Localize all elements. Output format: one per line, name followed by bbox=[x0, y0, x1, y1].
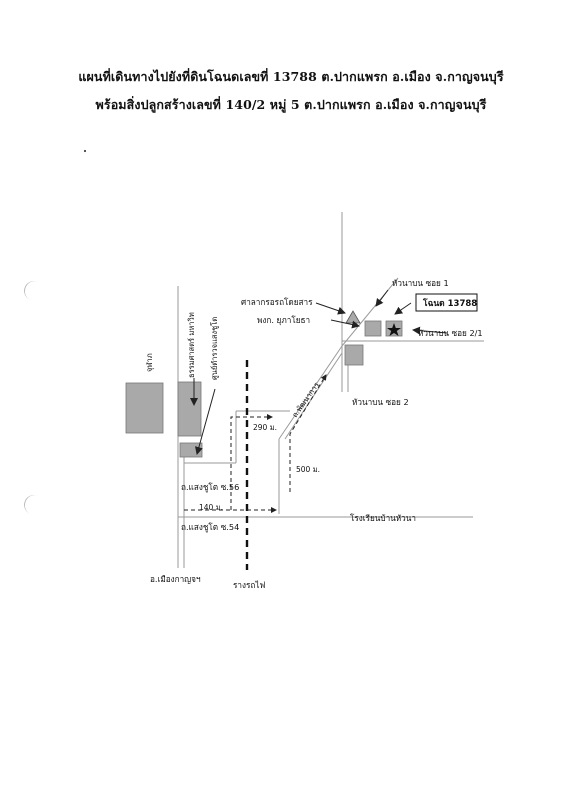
map-title-line-1: แผนที่เดินทางไปยังที่ดินโฉนดเลขที่ 13788… bbox=[78, 69, 504, 84]
route-path bbox=[184, 374, 327, 513]
building-mid bbox=[177, 381, 202, 437]
label-deed-number: โฉนด 13788 bbox=[422, 298, 477, 309]
label-distance-290: 290 ม. bbox=[253, 423, 277, 432]
building-blocks bbox=[125, 320, 403, 458]
label-jubon: จุฬาภ bbox=[145, 353, 154, 372]
building-left bbox=[125, 382, 164, 434]
label-court: ศาลากรอรถโดยสาร bbox=[241, 297, 313, 307]
label-police: พงก. ยุภาโยธา bbox=[257, 315, 310, 325]
label-to-mueang: อ.เมืองกาญจฯ bbox=[150, 574, 201, 584]
road-diagonal-lower-inner bbox=[284, 352, 343, 440]
building-small-left bbox=[179, 442, 203, 458]
road-diagonal-upper bbox=[341, 277, 399, 347]
deed-label-box bbox=[415, 293, 478, 312]
annotation-arrows bbox=[190, 289, 448, 455]
label-distance-140: 140 ม. bbox=[199, 503, 223, 512]
building-center-right bbox=[364, 320, 382, 337]
label-road-saengchuto-56: ถ.แสงชูโต ซ.56 bbox=[181, 482, 239, 493]
label-huanabon-soi1: หัวนาบน ซอย 1 bbox=[392, 278, 449, 288]
label-thammasat: ธรรมศาสตร์ มหาวิท bbox=[187, 312, 196, 378]
label-distance-500: 500 ม. bbox=[296, 465, 320, 474]
label-railway: รางรถไฟ bbox=[233, 580, 265, 590]
scan-dot bbox=[83, 149, 87, 153]
triangle-marker-icon bbox=[345, 310, 361, 324]
star-marker-icon bbox=[387, 323, 401, 336]
label-hospital: ศูนย์ตำรวจแสงชูโต bbox=[210, 317, 219, 380]
label-road-phatthanakarn: ถ.พัฒนาการ bbox=[290, 381, 321, 420]
label-huanabon-soi2: หัวนาบน ซอย 2 bbox=[352, 397, 409, 407]
label-road-saengchuto-54: ถ.แสงชูโต ซ.54 bbox=[181, 522, 239, 533]
label-school: โรงเรียนบ้านหัวนา bbox=[350, 513, 416, 523]
label-huanabon-soi2-1: หัวนาบน ซอย 2/1 bbox=[418, 328, 483, 338]
road-network bbox=[177, 212, 484, 568]
building-below-intersection bbox=[344, 344, 364, 366]
map-title-line-2: พร้อมสิ่งปลูกสร้างเลขที่ 140/2 หมู่ 5 ต.… bbox=[95, 97, 487, 112]
road-diagonal-lower bbox=[278, 345, 343, 440]
